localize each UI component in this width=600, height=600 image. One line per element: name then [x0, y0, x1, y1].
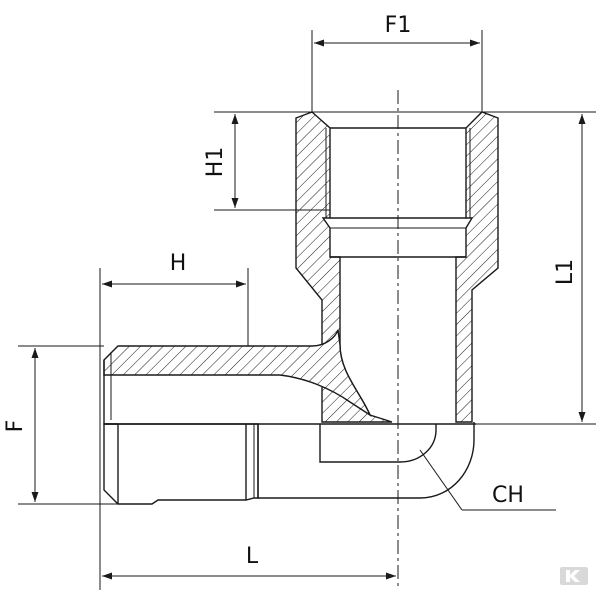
horizontal-lower-body — [103, 423, 259, 505]
label-h: H — [170, 251, 187, 276]
label-l1: L1 — [553, 259, 578, 285]
dimension-l: L — [102, 544, 396, 580]
vertical-right-wall — [455, 111, 499, 423]
label-f: F — [3, 420, 28, 433]
label-h1: H1 — [203, 147, 228, 178]
label-l: L — [246, 544, 259, 569]
dimension-h: H — [102, 251, 246, 288]
horizontal-branch — [103, 329, 476, 505]
brand-logo-icon — [560, 567, 588, 585]
dimension-f1: F1 — [314, 13, 480, 47]
dimension-l1: L1 — [553, 114, 586, 422]
label-f1: F1 — [385, 13, 412, 38]
label-ch: CH — [492, 483, 524, 508]
extension-lines — [18, 30, 596, 590]
horizontal-upper-wall — [103, 329, 372, 417]
dimension-ch: CH — [419, 449, 556, 511]
dimension-f: F — [3, 348, 39, 502]
dimension-h1: H1 — [203, 114, 239, 208]
